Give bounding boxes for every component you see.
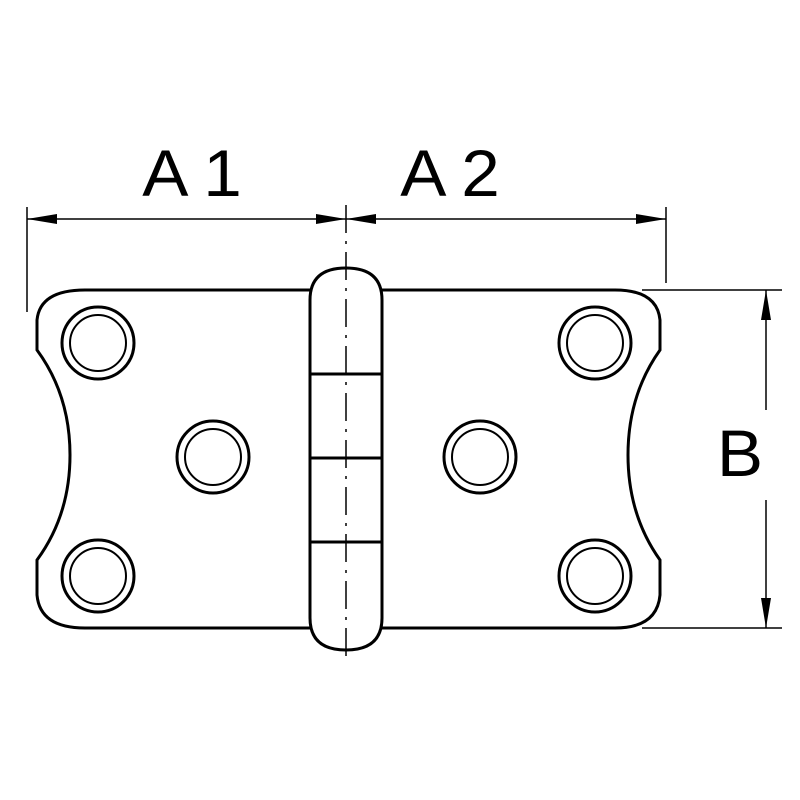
left-leaf-outline: [35, 288, 310, 630]
screw-hole: [175, 419, 251, 495]
screw-hole: [557, 305, 633, 381]
screw-hole: [60, 538, 136, 614]
right-leaf-outline: [382, 288, 662, 630]
screw-hole: [557, 538, 633, 614]
dimension-label-a2: A2: [400, 136, 515, 210]
screw-hole: [442, 419, 518, 495]
screw-hole: [60, 305, 136, 381]
dimension-label-b: B: [716, 416, 764, 490]
dimension-label-a1: A1: [142, 136, 257, 210]
